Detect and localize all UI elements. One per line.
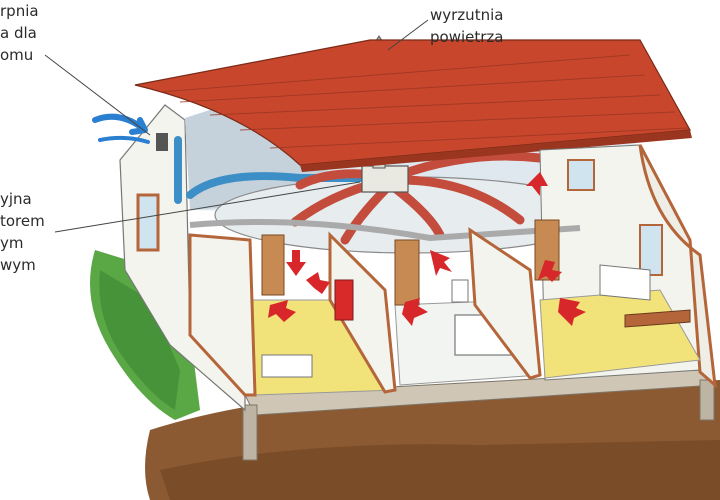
room-1-wall xyxy=(188,233,257,397)
right-window xyxy=(639,224,663,276)
label-exhaust-line-1: wyrzutnia xyxy=(430,6,504,24)
label-intake-line-1: rpnia xyxy=(0,2,39,20)
label-ventilation-unit: yjna torem ym wym xyxy=(0,188,45,276)
upper-right-window xyxy=(567,159,595,191)
label-exhaust-line-2: powietrza xyxy=(430,28,504,46)
ground-soil-dark xyxy=(160,440,720,500)
ceiling-edge xyxy=(189,218,581,242)
label-intake-line-3: omu xyxy=(0,46,34,64)
label-exhaust: wyrzutnia powietrza xyxy=(430,4,503,48)
label-intake: rpnia a dla omu xyxy=(0,0,39,66)
gable-vent xyxy=(156,133,168,151)
right-curved-wall xyxy=(638,144,717,389)
flow-arrows xyxy=(268,172,586,326)
leader-line-exhaust xyxy=(387,19,429,51)
leader-line-intake xyxy=(44,54,151,136)
foundation-pier-left xyxy=(242,404,258,461)
label-unit-line-2: torem xyxy=(0,212,45,230)
room-1-bed xyxy=(261,354,313,378)
leader-line-unit xyxy=(54,181,361,233)
recuperator-unit xyxy=(361,165,409,193)
grass-dark xyxy=(99,270,180,410)
left-window-upper xyxy=(136,193,160,252)
extract-duct xyxy=(186,172,374,199)
washbasin xyxy=(451,279,469,303)
label-unit-line-4: wym xyxy=(0,256,36,274)
label-intake-line-2: a dla xyxy=(0,24,37,42)
intake-arrow-2 xyxy=(98,135,150,144)
room-3-desk xyxy=(599,264,651,301)
room-2-door xyxy=(394,239,420,306)
room-3-table xyxy=(624,309,691,328)
radiator-panel xyxy=(334,279,354,321)
label-unit-line-3: ym xyxy=(0,234,24,252)
partition-2 xyxy=(468,227,542,380)
label-unit-line-1: yjna xyxy=(0,190,32,208)
foundation-pier-right xyxy=(699,379,715,421)
roof-tiles xyxy=(159,54,689,149)
intake-arrow xyxy=(92,113,148,135)
room-1-door xyxy=(261,234,285,296)
roof-edge xyxy=(300,130,692,172)
partition-1 xyxy=(328,231,397,394)
